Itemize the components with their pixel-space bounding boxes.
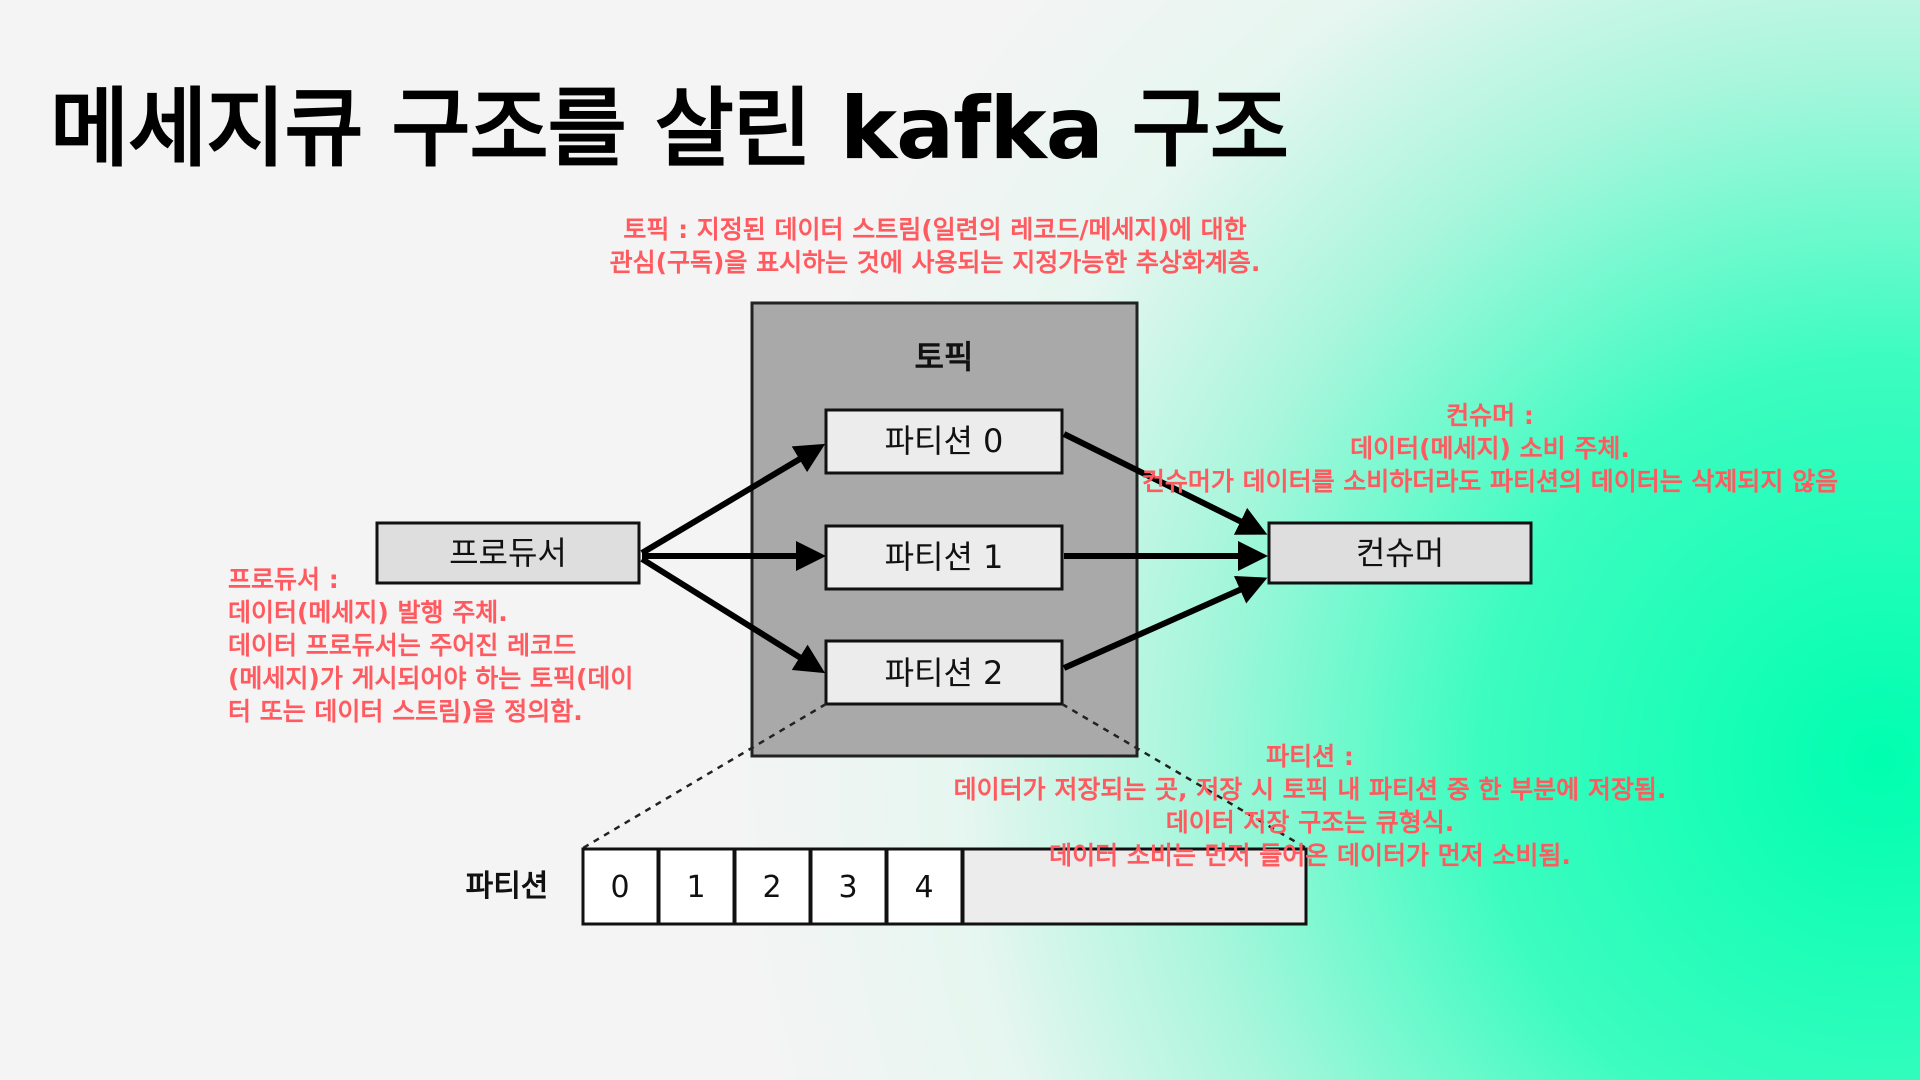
partition-cell-3	[809, 847, 888, 926]
partition-cell-4	[885, 847, 964, 926]
partition-detail-label: 파티션	[466, 869, 549, 904]
producer-note-line-3: 데이터 프로듀서는 주어진 레코드	[228, 631, 577, 660]
consumer-box-label: 컨슈머	[1356, 534, 1444, 572]
partition-cell-4-label: 4	[914, 870, 933, 905]
topic-note-line-1: 토픽 : 지정된 데이터 스트림(일련의 레코드/메세지)에 대한	[623, 215, 1247, 244]
partition-box-1-label: 파티션 1	[885, 538, 1004, 576]
producer-note-line-4: (메세지)가 게시되어야 하는 토픽(데이	[228, 664, 634, 693]
partition-note: 파티션 : 데이터가 저장되는 곳, 저장 시 토픽 내 파티션 중 한 부분에…	[870, 740, 1750, 872]
arrow-partition-2-to-consumer	[1062, 576, 1268, 671]
partition-cell-3-label: 3	[838, 870, 857, 905]
partition-note-line-2: 데이터가 저장되는 곳, 저장 시 토픽 내 파티션 중 한 부분에 저장됨.	[953, 775, 1667, 804]
arrow-producer-to-partition-2	[640, 556, 826, 674]
partition-cell-0	[581, 847, 660, 926]
page-title: 메세지큐 구조를 살린 kafka 구조	[50, 79, 1289, 179]
partition-box-0	[824, 408, 1064, 475]
consumer-note-line-2: 데이터(메세지) 소비 주체.	[1350, 434, 1630, 463]
arrow-producer-to-partition-0	[640, 443, 826, 556]
partition-box-1	[824, 524, 1064, 591]
topic-note-line-2: 관심(구독)을 표시하는 것에 사용되는 지정가능한 추상화계층.	[609, 248, 1261, 277]
consumer-note-line-3: 컨슈머가 데이터를 소비하더라도 파티션의 데이터는 삭제되지 않음	[1141, 467, 1839, 496]
partition-box-0-label: 파티션 0	[885, 422, 1004, 460]
consumer-box	[1267, 521, 1533, 585]
partition-note-line-1: 파티션 :	[1266, 742, 1354, 771]
topic-label: 토픽	[915, 338, 974, 376]
partition-box-2-label: 파티션 2	[885, 654, 1004, 692]
consumer-note: 컨슈머 : 데이터(메세지) 소비 주체. 컨슈머가 데이터를 소비하더라도 파…	[1080, 399, 1900, 498]
producer-box	[375, 521, 641, 585]
partition-box-2	[824, 639, 1064, 706]
producer-note-line-2: 데이터(메세지) 발행 주체.	[228, 598, 508, 627]
topic-note: 토픽 : 지정된 데이터 스트림(일련의 레코드/메세지)에 대한 관심(구독)…	[555, 213, 1315, 279]
partition-note-line-4: 데이터 소비는 먼저 들어온 데이터가 먼저 소비됨.	[1049, 841, 1571, 870]
producer-box-label: 프로듀서	[449, 534, 567, 572]
partition-note-line-3: 데이터 저장 구조는 큐형식.	[1165, 808, 1455, 837]
arrow-partition-0-to-consumer	[1062, 431, 1268, 535]
producer-note-line-1: 프로듀서 :	[228, 565, 339, 594]
partition-cell-0-label: 0	[610, 870, 629, 905]
consumer-note-line-1: 컨슈머 :	[1446, 401, 1534, 430]
producer-note-line-5: 터 또는 데이터 스트림)을 정의함.	[228, 697, 583, 726]
partition-cell-1	[657, 847, 736, 926]
producer-note: 프로듀서 : 데이터(메세지) 발행 주체. 데이터 프로듀서는 주어진 레코드…	[228, 563, 633, 728]
partition-cell-1-label: 1	[686, 870, 705, 905]
partition-cell-2-label: 2	[762, 870, 781, 905]
partition-empty-space	[961, 847, 1308, 926]
